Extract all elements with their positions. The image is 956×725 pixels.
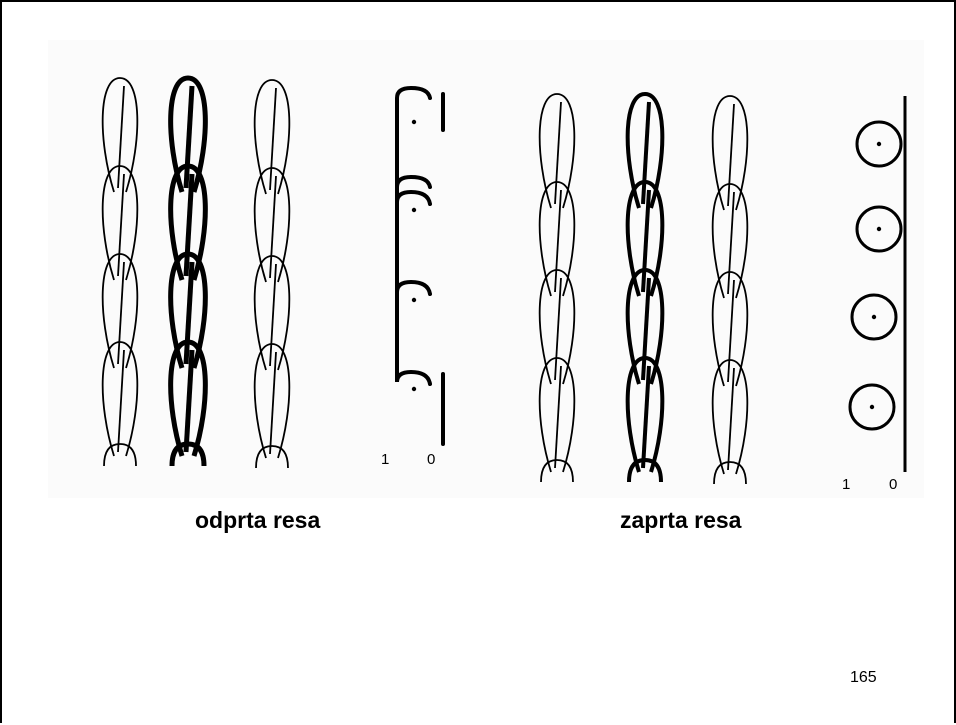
closed-lap-column-3-underlap [728, 104, 734, 206]
closed-lap-column-2-underlap [643, 366, 649, 468]
open-lap-notation-path [397, 88, 443, 444]
closed-lap-column-1-underlap [555, 190, 561, 292]
open-lap-column-1-underlap [118, 262, 124, 364]
closed-lap-column-1-bottom-arc [541, 460, 573, 482]
closed-lap-notation: 1 0 [842, 96, 905, 493]
needle-dot [412, 387, 416, 391]
closed-lap-column-1-underlap [555, 278, 561, 380]
closed-lap-column-2-underlap [643, 102, 649, 204]
open-lap-column-3-underlap [270, 352, 276, 454]
open-lap-column-2-underlap [186, 262, 192, 364]
needle-dot [412, 208, 416, 212]
closed-lap-column-2-underlap [643, 278, 649, 380]
open-lap-notation: 1 0 [381, 88, 443, 468]
page-number: 165 [850, 669, 877, 687]
open-lap-column-3-loop [255, 344, 290, 458]
caption-closed-lap: zaprta resa [620, 507, 741, 534]
open-lap-column-2-underlap [186, 86, 192, 188]
closed-lap-column-1-underlap [555, 366, 561, 468]
needle-dot [877, 142, 881, 146]
closed-lap-column-3-underlap [728, 368, 734, 470]
open-lap-column-3-underlap [270, 176, 276, 278]
open-lap-column-1-underlap [118, 350, 124, 452]
notation-label-0: 0 [427, 451, 435, 468]
open-lap-column-3-underlap [270, 88, 276, 190]
closed-lap-column-3-loop [713, 360, 748, 474]
open-lap-column-3-bottom-arc [256, 446, 288, 468]
closed-lap-column-1-underlap [555, 102, 561, 204]
needle-dot [877, 227, 881, 231]
needle-dot [870, 405, 874, 409]
open-lap-loop-columns [103, 78, 290, 468]
caption-open-lap: odprta resa [195, 507, 320, 534]
open-lap-column-1-loop [103, 342, 138, 456]
open-lap-column-1-underlap [118, 174, 124, 276]
open-lap-column-2-underlap [186, 174, 192, 276]
closed-lap-column-3-underlap [728, 280, 734, 382]
open-lap-column-2-underlap [186, 350, 192, 452]
notation-label-0: 0 [889, 476, 897, 493]
closed-lap-column-3-underlap [728, 192, 734, 294]
needle-dot [412, 120, 416, 124]
notation-label-1: 1 [842, 476, 850, 493]
closed-lap-column-3-bottom-arc [714, 462, 746, 484]
closed-lap-column-1-loop [540, 358, 575, 472]
needle-dot [872, 315, 876, 319]
notation-label-1: 1 [381, 451, 389, 468]
needle-dot [412, 298, 416, 302]
closed-lap-loop-columns [540, 94, 748, 484]
closed-lap-column-2-underlap [643, 190, 649, 292]
open-lap-column-3-underlap [270, 264, 276, 366]
open-lap-column-1-underlap [118, 86, 124, 188]
open-lap-column-1-bottom-arc [104, 444, 136, 466]
